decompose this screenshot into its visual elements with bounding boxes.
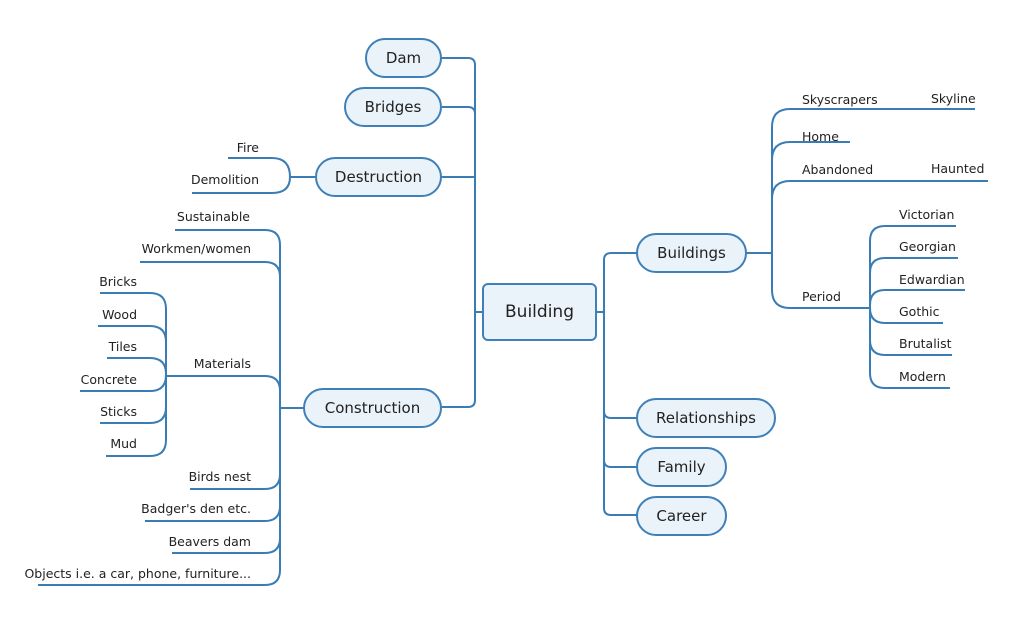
leaf-tiles[interactable]: Tiles bbox=[108, 339, 137, 354]
connector bbox=[80, 374, 167, 392]
connector bbox=[869, 289, 965, 306]
leaf-concrete[interactable]: Concrete bbox=[80, 372, 137, 387]
connector bbox=[603, 459, 637, 468]
leaf-brutalist[interactable]: Brutalist bbox=[899, 336, 952, 351]
root-node[interactable]: Building bbox=[482, 283, 597, 341]
topic-buildings[interactable]: Buildings bbox=[636, 233, 747, 273]
topic-label: Family bbox=[657, 458, 706, 476]
leaf-wood[interactable]: Wood bbox=[102, 307, 137, 322]
connector bbox=[190, 473, 281, 490]
topic-label: Bridges bbox=[364, 98, 422, 116]
leaf-demolition[interactable]: Demolition bbox=[190, 172, 259, 187]
connector bbox=[869, 225, 956, 389]
leaf-beavers[interactable]: Beavers dam bbox=[168, 534, 251, 549]
leaf-materials[interactable]: Materials bbox=[193, 356, 251, 371]
root-label: Building bbox=[505, 302, 574, 322]
connector bbox=[869, 307, 943, 324]
connector bbox=[603, 252, 637, 516]
connector bbox=[771, 141, 850, 161]
connector bbox=[98, 325, 167, 343]
connector bbox=[442, 106, 476, 115]
topic-construction[interactable]: Construction bbox=[303, 388, 442, 428]
connector bbox=[192, 157, 292, 194]
leaf-gothic[interactable]: Gothic bbox=[899, 304, 940, 319]
connector bbox=[196, 375, 281, 392]
leaf-birds-nest[interactable]: Birds nest bbox=[188, 469, 251, 484]
leaf-objects[interactable]: Objects i.e. a car, phone, furniture... bbox=[24, 566, 251, 581]
connector bbox=[869, 339, 952, 356]
connector bbox=[107, 357, 167, 375]
topic-label: Dam bbox=[385, 49, 422, 67]
leaf-modern[interactable]: Modern bbox=[899, 369, 946, 384]
connector bbox=[38, 229, 281, 586]
leaf-period[interactable]: Period bbox=[802, 289, 841, 304]
leaf-mud[interactable]: Mud bbox=[110, 436, 137, 451]
leaf-sticks[interactable]: Sticks bbox=[100, 404, 137, 419]
topic-relationships[interactable]: Relationships bbox=[636, 398, 776, 438]
connector bbox=[869, 257, 958, 274]
leaf-victorian[interactable]: Victorian bbox=[899, 207, 955, 222]
connector bbox=[441, 57, 476, 66]
topic-label: Destruction bbox=[334, 168, 423, 186]
connector bbox=[441, 65, 476, 408]
topic-label: Career bbox=[656, 507, 707, 525]
topic-bridges[interactable]: Bridges bbox=[344, 87, 442, 127]
topic-label: Construction bbox=[324, 399, 421, 417]
leaf-badger[interactable]: Badger's den etc. bbox=[141, 501, 251, 516]
connector bbox=[100, 406, 167, 424]
leaf-skyscrapers[interactable]: Skyscrapers bbox=[802, 92, 878, 107]
topic-family[interactable]: Family bbox=[636, 447, 727, 487]
leaf-skyline[interactable]: Skyline bbox=[931, 91, 976, 106]
leaf-home[interactable]: Home bbox=[802, 129, 839, 144]
leaf-bricks[interactable]: Bricks bbox=[99, 274, 137, 289]
connector bbox=[145, 505, 281, 522]
leaf-haunted[interactable]: Haunted bbox=[931, 161, 985, 176]
leaf-fire[interactable]: Fire bbox=[236, 140, 259, 155]
leaf-workmen[interactable]: Workmen/women bbox=[141, 241, 251, 256]
connector bbox=[140, 261, 281, 278]
leaf-sustainable[interactable]: Sustainable bbox=[176, 209, 250, 224]
topic-label: Relationships bbox=[656, 409, 756, 427]
topic-destruction[interactable]: Destruction bbox=[315, 157, 442, 197]
leaf-edwardian[interactable]: Edwardian bbox=[899, 272, 965, 287]
connector bbox=[771, 108, 975, 309]
connector bbox=[771, 180, 988, 200]
topic-career[interactable]: Career bbox=[636, 496, 727, 536]
topic-dam[interactable]: Dam bbox=[365, 38, 442, 78]
topic-label: Buildings bbox=[657, 244, 726, 262]
leaf-georgian[interactable]: Georgian bbox=[899, 239, 956, 254]
leaf-abandoned[interactable]: Abandoned bbox=[802, 162, 874, 177]
connector bbox=[100, 292, 167, 457]
connector bbox=[603, 410, 637, 419]
connector bbox=[172, 537, 281, 554]
